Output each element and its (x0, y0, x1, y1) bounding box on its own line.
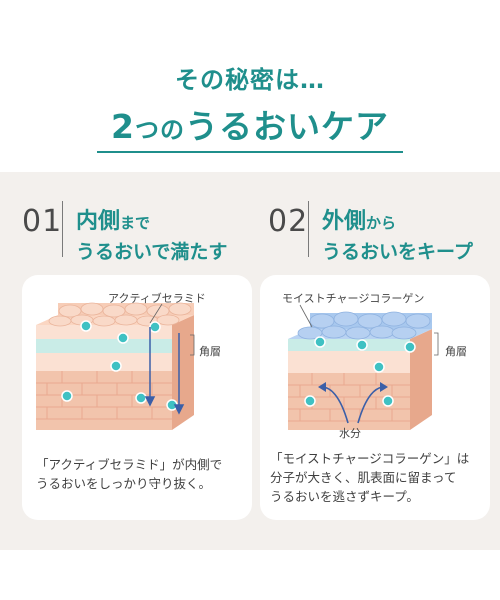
header-underline (97, 151, 403, 153)
inner-layer-bracket (190, 334, 195, 356)
inner-desc-line2: うるおいをしっかり守り抜く。 (36, 476, 212, 491)
inner-heading-main: 内側 (76, 209, 121, 234)
inner-layer-cells (36, 353, 172, 371)
outer-ingredient-pointer (299, 304, 313, 328)
header: その秘密は… 2つのうるおいケア (0, 0, 500, 172)
inner-penetration-arrows (144, 327, 185, 415)
outer-cube-side (410, 329, 432, 430)
inner-desc-line1: 「アクティブセラミド」が内側で (36, 457, 223, 472)
inner-ceramide-droplets (61, 320, 178, 411)
outer-collagen-bumps (297, 311, 431, 340)
inner-surface-bumps (48, 302, 192, 327)
inner-ingredient-label: アクティブセラミド (108, 292, 206, 305)
inner-heading-small: まで (120, 214, 151, 232)
bottom-margin (0, 550, 500, 600)
inner-layer-label: 角層 (199, 345, 221, 358)
outer-desc-line3: うるおいを逃さずキープ。 (270, 489, 419, 504)
outer-brick-lines (288, 373, 410, 422)
outer-layer-label: 角層 (445, 345, 467, 358)
outer-description: 「モイストチャージコラーゲン」は 分子が大きく、肌表面に留まって うるおいを逃さ… (270, 449, 469, 506)
header-title: 2つのうるおいケア (0, 100, 500, 148)
outer-heading-main: 外側 (322, 209, 367, 234)
outer-heading-line2: うるおいをキープ (322, 241, 473, 263)
inner-layer-mint (36, 339, 172, 353)
header-title-number: 2 (111, 107, 135, 146)
outer-heading-small: から (366, 214, 397, 232)
outer-desc-line2: 分子が大きく、肌表面に留まって (270, 470, 457, 485)
inner-description: 「アクティブセラミド」が内側で うるおいをしっかり守り抜く。 (36, 455, 222, 493)
inner-number: 01 (22, 204, 63, 239)
outer-divider (308, 201, 309, 257)
outer-layer-mint (288, 339, 410, 351)
outer-skin-diagram (288, 304, 439, 430)
inner-skin-diagram (36, 302, 195, 430)
outer-ingredient-label: モイストチャージコラーゲン (282, 292, 425, 305)
inner-cube-side (172, 315, 194, 430)
outer-desc-line1: 「モイストチャージコラーゲン」は (270, 451, 470, 466)
inner-ingredient-pointer (149, 303, 163, 324)
inner-layer-surface (36, 325, 172, 339)
outer-heading-line1: 外側から (322, 203, 396, 235)
inner-heading-line2: うるおいで満たす (76, 241, 228, 263)
outer-number: 02 (268, 204, 309, 239)
outer-arrow-heads (318, 382, 388, 392)
outer-water-droplets (304, 336, 416, 407)
header-subtitle: その秘密は… (175, 66, 325, 94)
outer-layer-bracket (434, 332, 439, 356)
header-title-rest: うるおいケア (184, 107, 389, 146)
inner-divider (62, 201, 63, 257)
outer-layer-cells (288, 351, 410, 373)
inner-heading-line1: 内側まで (76, 203, 150, 235)
outer-water-label: 水分 (339, 427, 361, 440)
header-title-no: つの (134, 116, 185, 144)
